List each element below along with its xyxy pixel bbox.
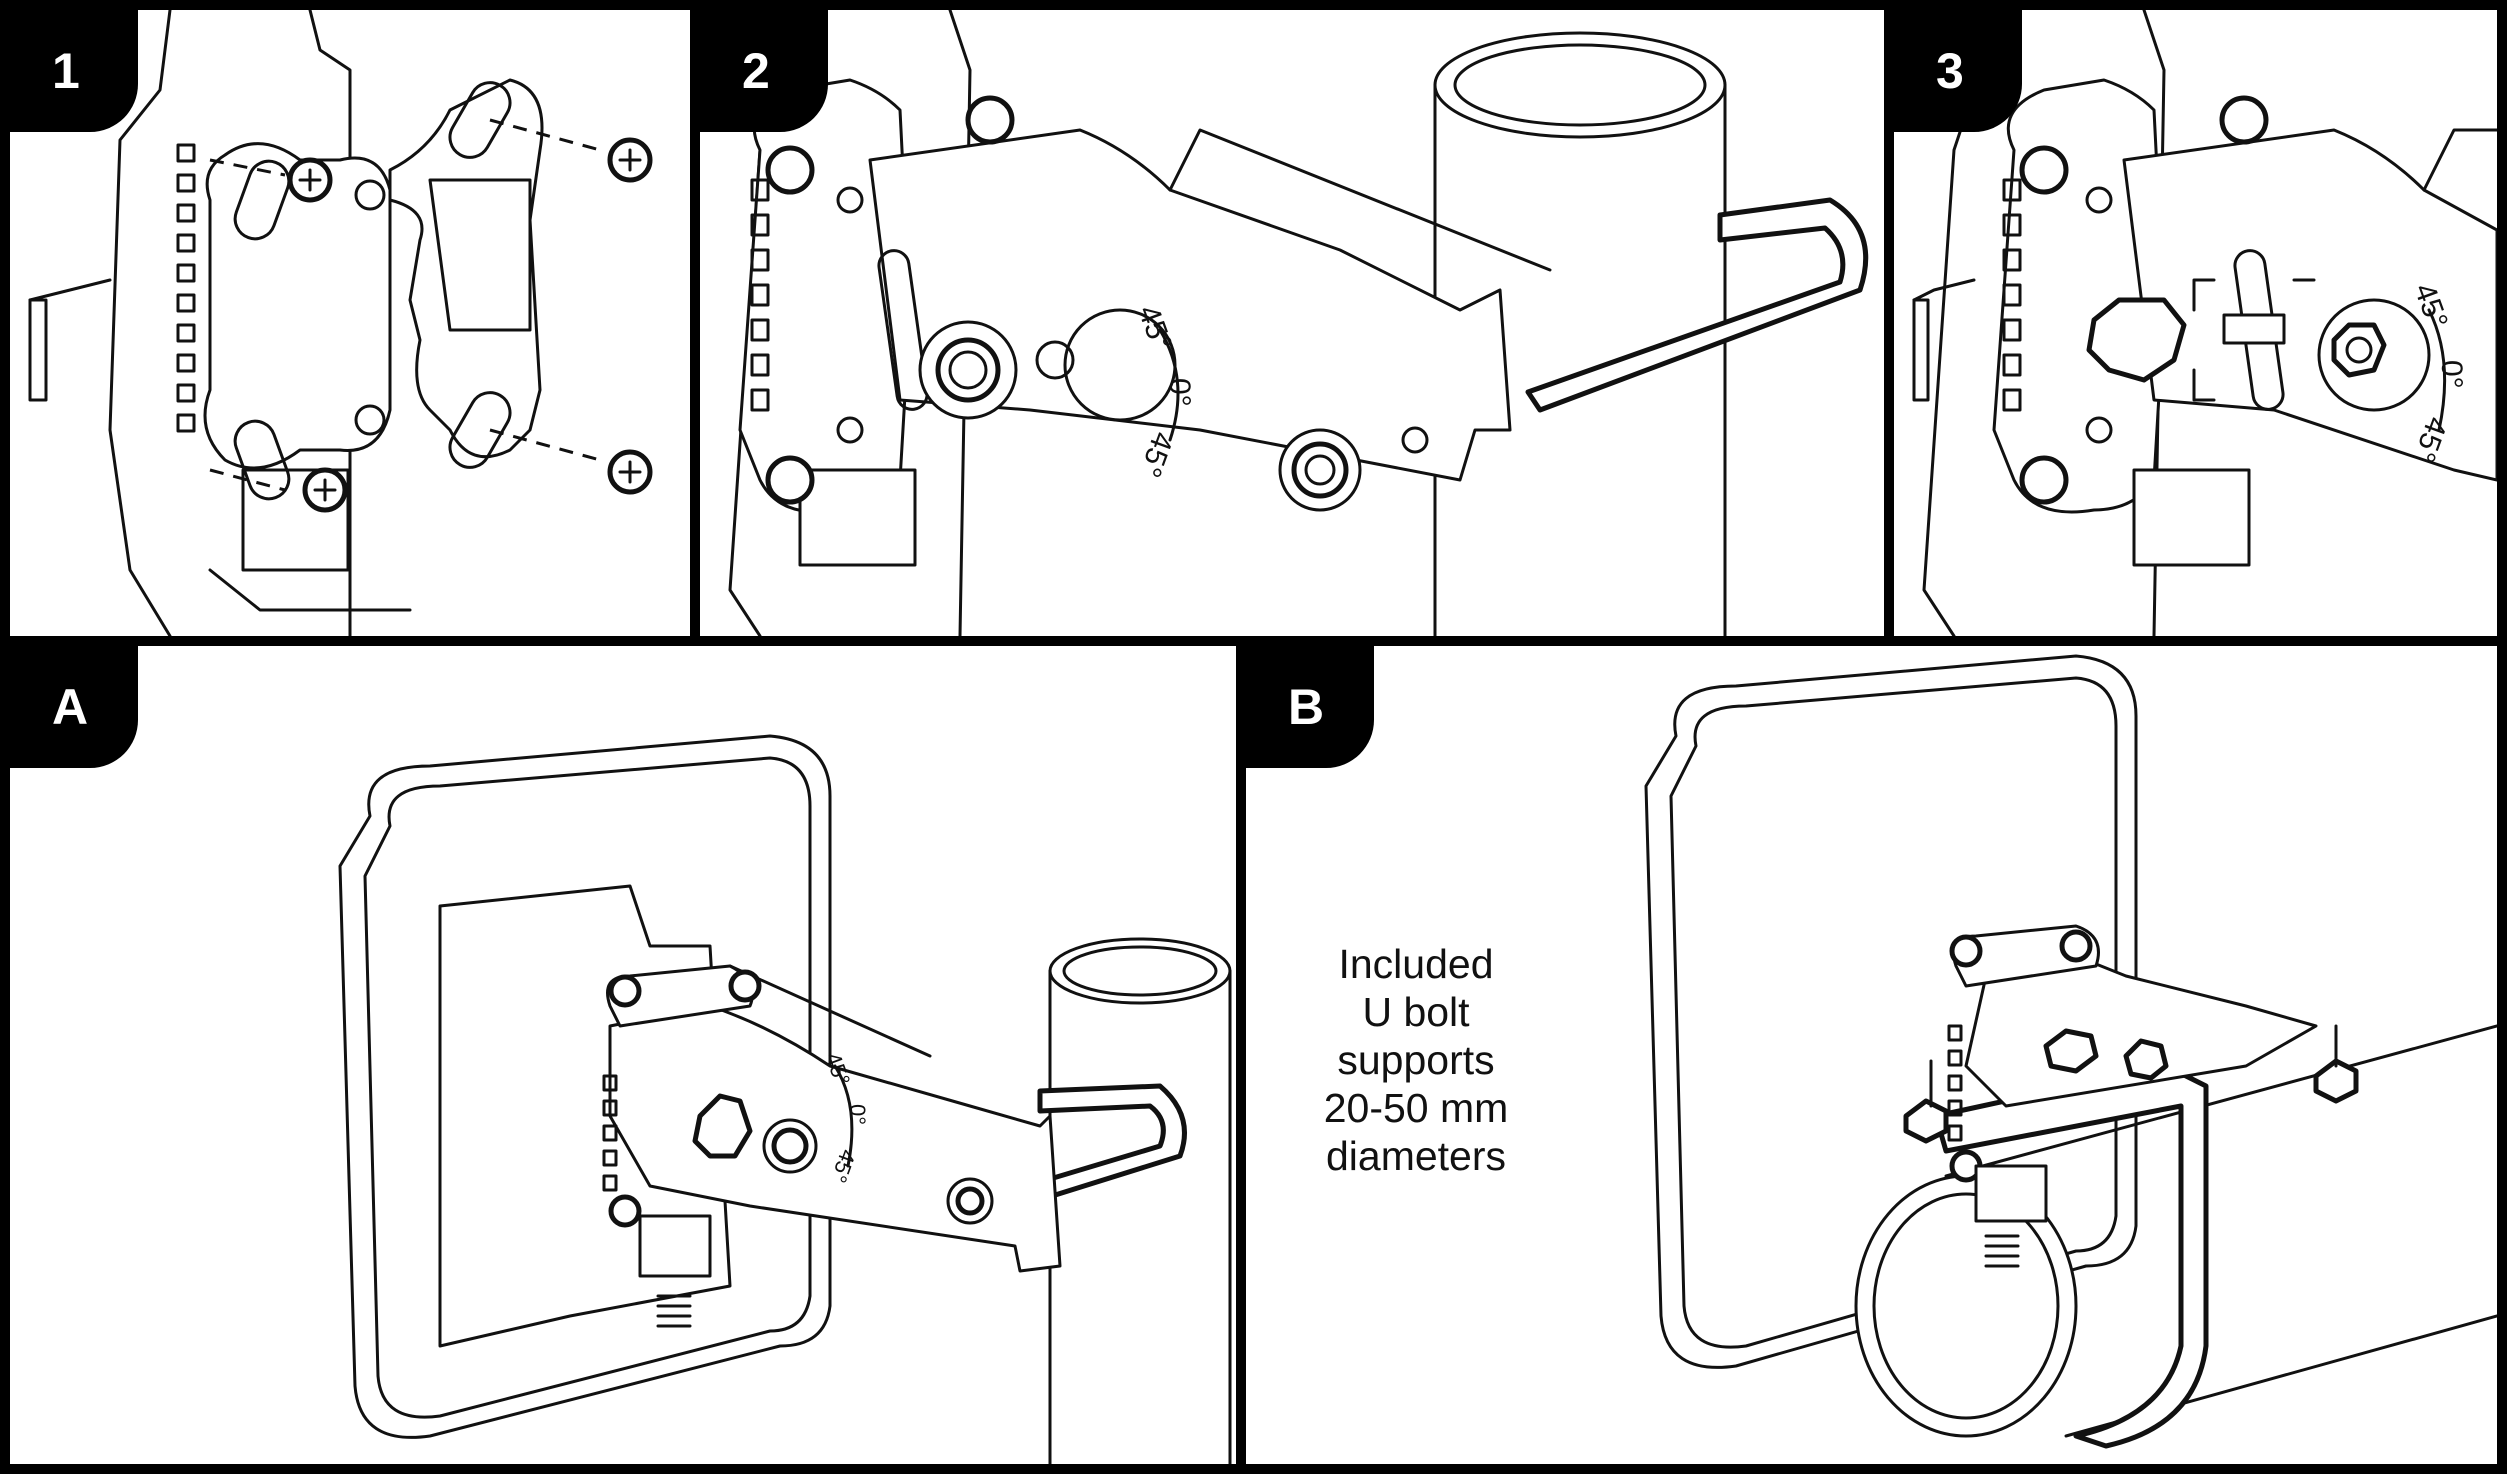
panel-step-1: 1 bbox=[10, 10, 690, 636]
u-bolt-caption: Included U bolt supports 20-50 mm diamet… bbox=[1296, 940, 1536, 1180]
step-number-badge: 2 bbox=[700, 10, 828, 132]
scale-bottom-label: 45° bbox=[1133, 428, 1180, 482]
step-number-badge: 1 bbox=[10, 10, 138, 132]
caption-line: Included bbox=[1338, 941, 1494, 987]
caption-line: diameters bbox=[1325, 1133, 1506, 1179]
knob-icon bbox=[692, 1093, 753, 1159]
u-bolt bbox=[1933, 1063, 2209, 1449]
vent-slots bbox=[602, 1074, 618, 1192]
scale-mid-label: 0° bbox=[2435, 360, 2468, 389]
scale-mid-label: 0° bbox=[1163, 378, 1196, 407]
option-badge: B bbox=[1246, 646, 1374, 768]
screw-icon bbox=[607, 137, 653, 183]
vent-slots bbox=[656, 1294, 692, 1328]
vent-slots bbox=[2002, 178, 2022, 412]
step-1-illustration bbox=[28, 10, 653, 636]
u-bolt bbox=[1525, 197, 1869, 413]
bolt-icon bbox=[2086, 297, 2431, 412]
mount-arm bbox=[2122, 128, 2497, 482]
vent-slots bbox=[1984, 1234, 2020, 1268]
panel-option-b: Included U bolt supports 20-50 mm diamet… bbox=[1246, 646, 2497, 1464]
vent-slots bbox=[1947, 1024, 1963, 1142]
mount-arm bbox=[868, 128, 1512, 482]
screw-icon bbox=[287, 157, 333, 203]
nut-icon bbox=[918, 308, 1177, 422]
vent-slots bbox=[750, 178, 770, 412]
caption-line: U bolt bbox=[1362, 989, 1470, 1035]
nut-icon bbox=[1278, 426, 1429, 512]
step-3-illustration: 45° 0° 45° bbox=[1912, 10, 2497, 636]
option-b-illustration bbox=[1644, 654, 2497, 1449]
bracket bbox=[388, 78, 544, 459]
step-2-illustration: 45° 0° 45° bbox=[728, 10, 1869, 636]
pole bbox=[1048, 937, 1232, 1464]
screw-icon bbox=[302, 467, 348, 513]
option-badge: A bbox=[10, 646, 138, 768]
caption-line: supports bbox=[1337, 1037, 1495, 1083]
step-number-badge: 3 bbox=[1894, 10, 2022, 132]
panel-step-3: 45° 0° 45° 3 bbox=[1894, 10, 2497, 636]
caption-line: 20-50 mm bbox=[1323, 1085, 1509, 1131]
scale-mid-label: 0° bbox=[845, 1104, 870, 1125]
screw-icon bbox=[607, 449, 653, 495]
panel-step-2: 45° 0° 45° 2 bbox=[700, 10, 1884, 636]
panel-option-a: 45° 0° 45° A bbox=[10, 646, 1236, 1464]
option-a-illustration: 45° 0° 45° bbox=[338, 734, 1232, 1464]
vent-slots bbox=[176, 143, 196, 433]
